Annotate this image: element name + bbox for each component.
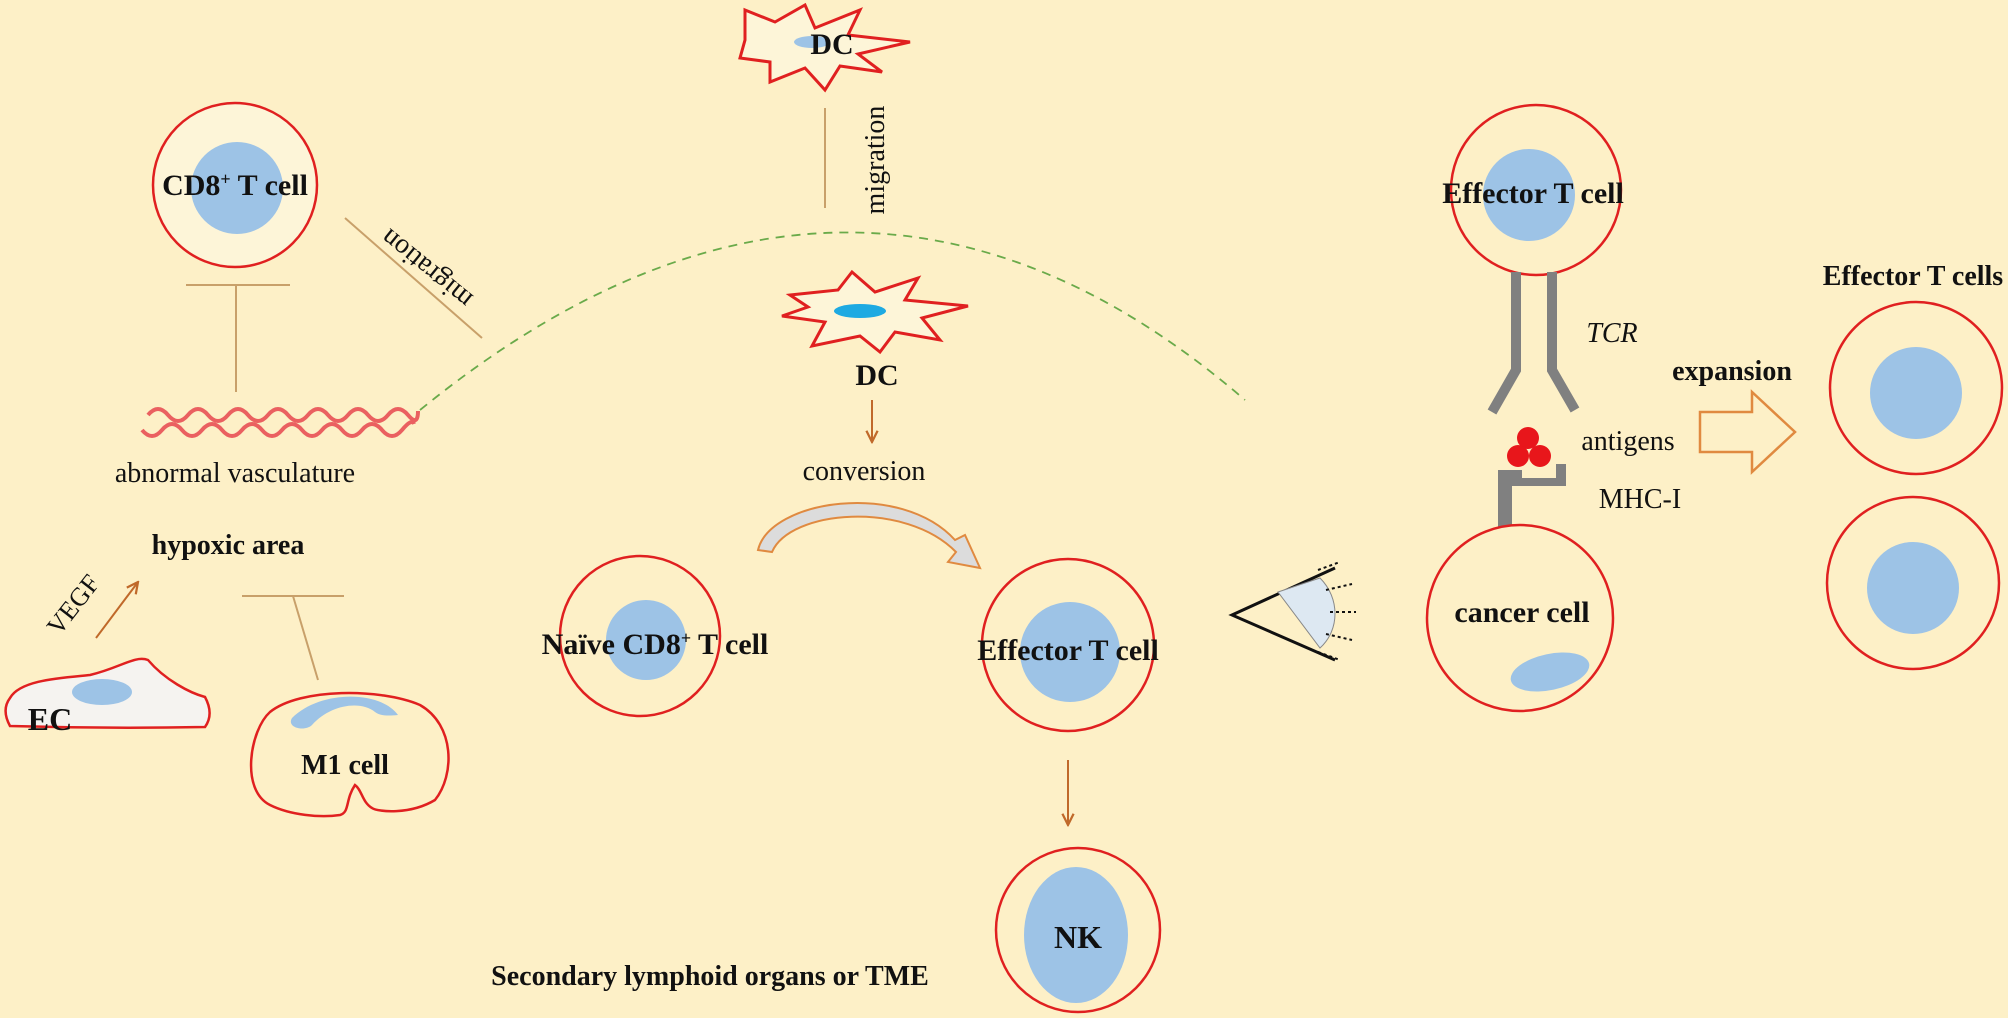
vegf-label: VEGF — [41, 569, 106, 640]
expansion-label: expansion — [1672, 356, 1792, 387]
effector-top-nucleus — [1483, 149, 1575, 241]
expanded-2-nucleus — [1867, 542, 1959, 634]
antigens: antigens — [1507, 426, 1675, 467]
dc-mid-cell: DC — [781, 269, 969, 392]
ec-cell: EC — [4, 657, 211, 737]
vegf-arrow — [95, 582, 138, 639]
hypoxic-area-label: hypoxic area — [152, 530, 305, 561]
dc-top-label: DC — [810, 28, 853, 61]
ec-label: EC — [28, 701, 72, 737]
cd8-t-cell: CD8+ T cell — [151, 101, 319, 269]
expansion-arrow-shape — [1698, 389, 1797, 475]
naive-cd8-t-cell: Naïve CD8+ T cell — [542, 554, 769, 718]
conversion-label: conversion — [803, 456, 926, 487]
recognition-eye-icon — [1228, 561, 1356, 662]
effector-top-label: Effector T cell — [1442, 177, 1624, 210]
dc-mid-label: DC — [855, 359, 898, 392]
effector-mid-label: Effector T cell — [977, 634, 1159, 667]
ec-nucleus — [72, 679, 132, 705]
conversion-curved-arrow — [756, 502, 982, 570]
m1-cell: M1 cell — [249, 691, 450, 818]
effector-t-cells-label: Effector T cells — [1823, 261, 2004, 292]
cd8-t-cell-nucleus — [191, 142, 283, 234]
effector-t-cell-top: Effector T cell — [1442, 103, 1624, 277]
effector-t-cell-expanded-2 — [1825, 495, 2001, 671]
nk-nucleus — [1024, 867, 1128, 1003]
effector-mid-nucleus — [1020, 602, 1120, 702]
nk-label: NK — [1054, 919, 1102, 955]
cancer-cell: cancer cell — [1425, 523, 1615, 713]
migration-label-diagonal: migration — [375, 222, 479, 315]
tcr-label: TCR — [1586, 318, 1637, 349]
tissue-boundary-dashed — [419, 231, 1246, 411]
mhc-i-label: MHC-I — [1599, 484, 1681, 515]
dc-top-membrane — [738, 2, 911, 93]
mhc-i-shape — [1498, 456, 1566, 535]
antigen-dot-1 — [1517, 427, 1539, 449]
cancer-nucleus — [1510, 652, 1590, 692]
m1-cell-nucleus — [290, 696, 398, 729]
eye-rays — [1317, 561, 1356, 661]
dc-top-cell: DC — [738, 2, 911, 93]
antigen-dot-2 — [1507, 445, 1529, 467]
dc-mid-nucleus — [834, 304, 886, 318]
migration-label-vertical: migration — [860, 106, 891, 215]
mhc-i-receptor: MHC-I — [1498, 456, 1681, 535]
antigen-dot-3 — [1529, 445, 1551, 467]
tcr-left-arm — [1487, 272, 1521, 415]
abnormal-vasculature: abnormal vasculature — [115, 407, 420, 489]
vasculature-squiggle — [146, 407, 420, 423]
tcr-receptor: TCR — [1487, 272, 1638, 415]
dc-top-nucleus — [794, 36, 830, 48]
effector-t-cell-expanded-1 — [1828, 300, 2004, 476]
nk-cell: NK — [994, 846, 1162, 1014]
effector-t-cell-mid: Effector T cell — [977, 557, 1159, 733]
antigens-label: antigens — [1581, 426, 1674, 457]
cd8-t-cell-label: CD8+ T cell — [162, 169, 308, 202]
naive-cd8-nucleus — [606, 600, 686, 680]
m1-cell-label: M1 cell — [301, 750, 389, 781]
naive-cd8-label: Naïve CD8+ T cell — [542, 628, 769, 661]
inhibition-vasculature — [186, 284, 290, 392]
eye-outline — [1228, 566, 1336, 662]
eye-cone — [1277, 577, 1336, 649]
secondary-lymphoid-label: Secondary lymphoid organs or TME — [491, 961, 929, 992]
vasculature-squiggle-2 — [140, 420, 416, 438]
abnormal-vasculature-label: abnormal vasculature — [115, 458, 355, 489]
migration-line-diagonal — [344, 217, 483, 339]
cancer-cell-label: cancer cell — [1454, 596, 1589, 629]
inhibition-stem-2 — [292, 595, 319, 681]
tcr-right-arm — [1547, 272, 1580, 413]
inhibition-hypoxia — [242, 595, 344, 681]
expansion-arrow: expansion — [1672, 356, 1797, 475]
expanded-1-nucleus — [1870, 347, 1962, 439]
